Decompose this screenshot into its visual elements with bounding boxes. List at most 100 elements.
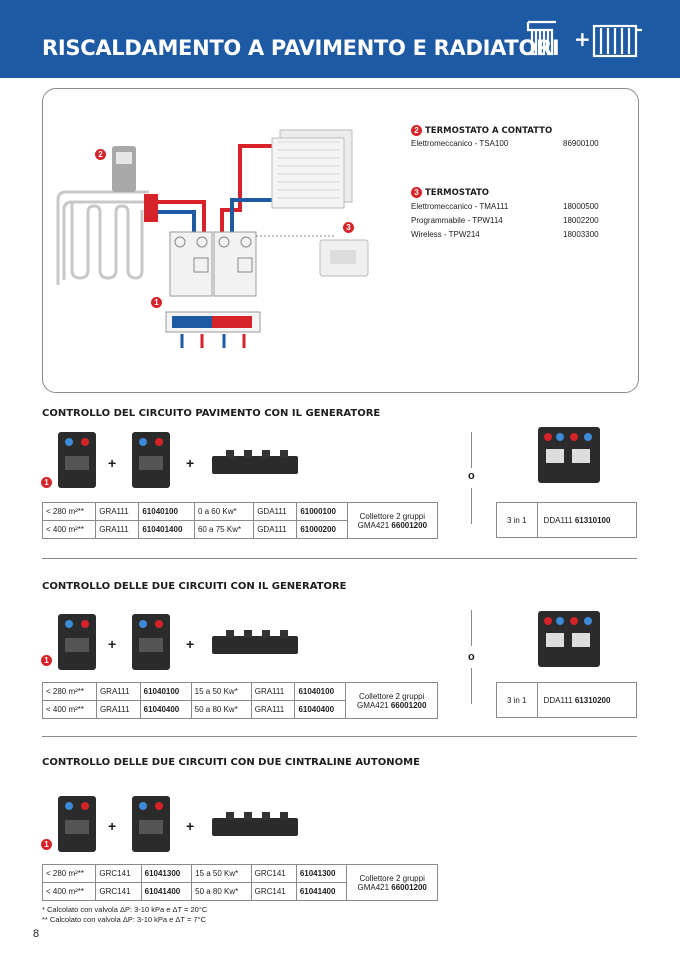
list-item: Elettromeccanico - TMA111 18000500: [411, 202, 621, 211]
pump-group-product-1: [58, 432, 96, 493]
or-label: o: [468, 470, 475, 482]
collector-label: Collettore 2 gruppi: [359, 511, 425, 521]
table-row: < 280 m²** GRA111 61040100 15 a 50 Kw* G…: [42, 682, 438, 719]
area-cell: < 400 m²**: [42, 700, 97, 719]
table-row: < 400 m²** GRA111 610401400 60 a 75 Kw* …: [41, 520, 438, 539]
power-cell: 60 a 75 Kw*: [193, 520, 255, 539]
room-thermostat-list: 3 TERMOSTATO Elettromeccanico - TMA111 1…: [411, 187, 621, 239]
collector-product: [212, 630, 298, 661]
page-number: 8: [33, 928, 40, 940]
model-cell: GDA111: [253, 520, 298, 539]
alt-label-cell: 3 in 1: [496, 502, 538, 538]
floor-heating-radiator-icon: +: [526, 20, 642, 58]
alt-code: 61310100: [574, 515, 611, 525]
pump-group-product-1: [58, 614, 96, 675]
spec-table-3: < 280 m²** GRC141 61041300 15 a 50 Kw* G…: [41, 864, 438, 901]
or-label: o: [468, 651, 475, 663]
thermostat-code: 18002200: [563, 216, 599, 225]
code-cell: 61040400: [139, 700, 192, 719]
alt-label-cell: 3 in 1: [496, 682, 538, 718]
collector-label: Collettore 2 gruppi: [359, 873, 425, 883]
alt-model: DDA111: [543, 515, 573, 525]
plus-sign: +: [108, 455, 117, 471]
code-cell: 61041300: [140, 864, 193, 883]
three-in-one-product: [538, 611, 600, 672]
power-cell: 15 a 50 Kw*: [191, 864, 252, 883]
collector-model: GMA421: [357, 520, 390, 530]
alt-label: 3 in 1: [506, 695, 527, 705]
area-cell: < 400 m²**: [41, 520, 97, 539]
model-cell: GRA111: [95, 502, 140, 521]
model-cell: GRC141: [250, 864, 297, 883]
power-cell: 0 a 60 Kw*: [193, 502, 255, 521]
thermostat-name: Elettromeccanico - TMA111: [411, 202, 509, 211]
product-badge-1: 1: [41, 839, 52, 850]
code-cell: 61040400: [294, 700, 347, 719]
alt-table-1: 3 in 1 DDA111 61310100: [496, 502, 638, 538]
list-item: Programmabile - TPW114 18002200: [411, 216, 621, 225]
plus-sign: +: [186, 455, 195, 471]
svg-text:+: +: [574, 27, 591, 51]
power-cell: 15 a 50 Kw*: [190, 682, 252, 701]
collector-product: [212, 450, 298, 481]
divider: [471, 488, 472, 524]
table-row: 3 in 1 DDA111 61310100: [496, 502, 638, 538]
thermostat-name: Programmabile - TPW114: [411, 216, 503, 225]
thermostat-name: Wireless - TPW214: [411, 230, 480, 239]
footnote-1: * Calcolato con valvola ΔP: 3-10 kPa e Δ…: [42, 905, 208, 914]
model-cell: GRC141: [95, 864, 142, 883]
alt-code: 61310200: [574, 695, 611, 705]
collector-cell: Collettore 2 gruppi GMA421 66001200: [345, 682, 438, 719]
pump-group-product-1: [58, 796, 96, 857]
power-cell: 50 a 80 Kw*: [191, 882, 252, 901]
diagram-badge-2: 2: [95, 149, 106, 160]
collector-product: [212, 812, 298, 843]
thermostat-code: 18000500: [563, 202, 599, 211]
collector-cell: Collettore 2 gruppi GMA421 66001200: [346, 502, 439, 539]
code-cell: 61040100: [138, 502, 195, 521]
section-title-3: CONTROLLO DELLE DUE CIRCUITI CON DUE CIN…: [42, 757, 420, 768]
section-separator: [42, 736, 637, 737]
contact-thermostat-list: 2 TERMOSTATO A CONTATTO Elettromeccanico…: [411, 125, 621, 148]
page-header: [0, 0, 680, 78]
area-cell: < 400 m²**: [41, 882, 97, 901]
code-cell: 610401400: [138, 520, 195, 539]
table-row: < 400 m²** GRA111 61040400 50 a 80 Kw* G…: [42, 700, 438, 719]
list-item: Elettromeccanico - TSA100 86900100: [411, 139, 621, 148]
footnote-2: ** Calcolato con valvola ΔP: 3-10 kPa e …: [42, 915, 207, 924]
alt-code-cell: DDA111 61310200: [536, 682, 638, 718]
code-cell: 61041300: [295, 864, 348, 883]
three-in-one-product: [538, 427, 600, 488]
divider: [471, 668, 472, 704]
room-thermostat-badge: 3: [411, 187, 422, 198]
alt-model: DDA111: [543, 695, 573, 705]
collector-code: 66001200: [391, 882, 427, 892]
model-cell: GRA111: [250, 700, 296, 719]
alt-table-2: 3 in 1 DDA111 61310200: [496, 682, 638, 718]
collector-model: GMA421: [357, 882, 390, 892]
model-cell: GDA111: [253, 502, 298, 521]
thermostat-code: 18003300: [563, 230, 599, 239]
alt-code-cell: DDA111 61310100: [536, 502, 638, 538]
divider: [471, 432, 472, 468]
table-row: < 280 m²** GRA111 61040100 0 a 60 Kw* GD…: [41, 502, 439, 539]
code-cell: 61040100: [139, 682, 192, 701]
code-cell: 61040100: [294, 682, 347, 701]
spec-table-1: < 280 m²** GRA111 61040100 0 a 60 Kw* GD…: [41, 502, 439, 539]
collector-label: Collettore 2 gruppi: [359, 691, 425, 701]
code-cell: 61041400: [295, 882, 348, 901]
collector-code: 66001200: [391, 520, 428, 530]
table-row: < 280 m²** GRC141 61041300 15 a 50 Kw* G…: [41, 864, 438, 901]
model-cell: GRA111: [250, 682, 296, 701]
heating-system-diagram: [56, 129, 369, 348]
pump-group-product-2: [132, 432, 170, 493]
divider: [471, 610, 472, 646]
section-separator: [42, 558, 637, 559]
area-cell: < 280 m²**: [42, 682, 97, 701]
pump-group-product-2: [132, 796, 170, 857]
area-cell: < 280 m²**: [41, 502, 97, 521]
table-row: < 400 m²** GRC141 61041400 50 a 80 Kw* G…: [41, 882, 438, 901]
section-title-2: CONTROLLO DELLE DUE CIRCUITI CON IL GENE…: [42, 581, 347, 592]
page-title: RISCALDAMENTO A PAVIMENTO E RADIATORI: [42, 36, 560, 60]
collector-model: GMA421: [357, 700, 389, 710]
